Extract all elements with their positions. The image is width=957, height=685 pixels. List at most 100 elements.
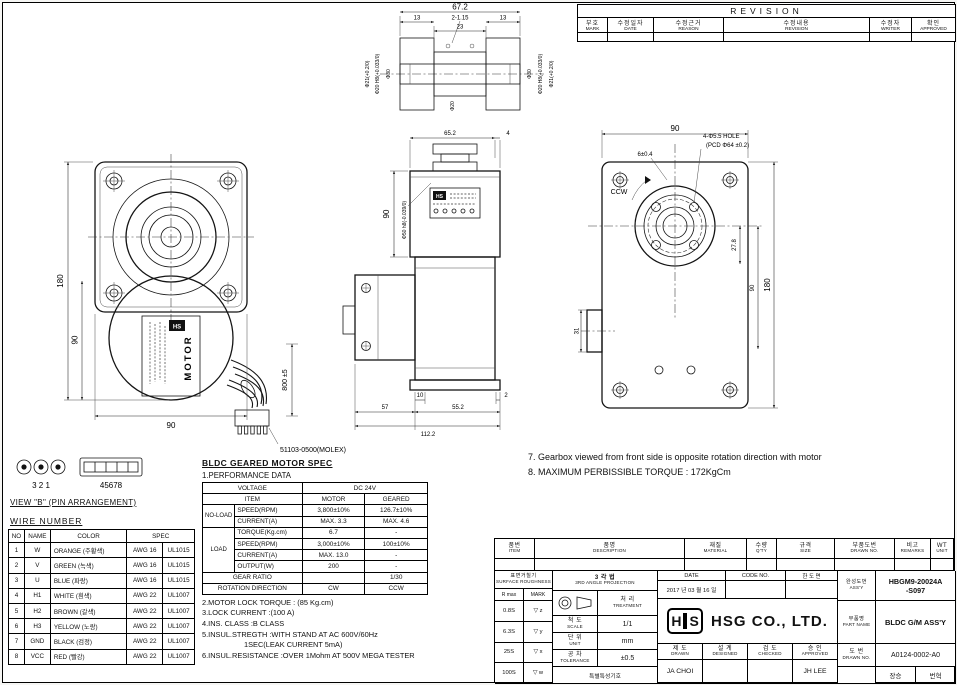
roughness-row: 100S ▽ w	[495, 663, 553, 684]
general-notes: 7. Gearbox viewed from front side is opp…	[528, 450, 918, 480]
signoff-value-cell: JA CHOI	[658, 660, 703, 684]
titleblock-header-cell: 품명 DESCRIPTION	[535, 539, 685, 559]
gearhead-logo-icon	[433, 191, 446, 200]
dim-90-width: 90	[167, 421, 176, 430]
dim-90-vertical: 90	[71, 335, 80, 344]
spec-notes: 2.MOTOR LOCK TORQUE : (85 Kg.cm)3.LOCK C…	[202, 598, 442, 662]
terminal-box	[342, 274, 416, 361]
sheet-cell: 한 도 면	[786, 571, 838, 599]
dim-rear-180: 180	[763, 278, 772, 292]
code-no-cell: CODE NO.	[726, 571, 786, 599]
motor-nameplate: HS MOTOR	[141, 315, 201, 397]
roughness-title: 표면거칠기 SURFACE ROUGHNESS	[495, 571, 553, 589]
load-label: LOAD	[201, 526, 236, 573]
rotation-label: ROTATION DIRECTION	[202, 582, 303, 595]
dim-boss-offset: 6±0.4	[638, 152, 654, 158]
wire-row: 2 V GREEN (녹색) AWG 16 UL1015	[8, 557, 195, 574]
voltage-value: DC 24V	[301, 481, 429, 495]
wire-row: 5 H2 BROWN (갈색) AWG 22 UL1007	[8, 602, 195, 620]
spec-note-line: 3.LOCK CURRENT :(100 A)	[202, 608, 295, 618]
dim-wire-length: 800 ±5	[282, 369, 289, 390]
titleblock-header-cell: WT UNIT	[931, 539, 954, 559]
tolerance-value: ±0.5	[598, 650, 658, 667]
wire-table-title: WIRE NUMBER	[10, 516, 83, 526]
rear-bottom-holes	[654, 365, 696, 375]
wire-row: 4 H1 WHITE (흰색) AWG 22 UL1007	[8, 587, 195, 604]
roughness-row: 6.3S ▽ y	[495, 621, 553, 643]
rear-dimensions: 90 6±0.4 4-Φ5.5 HOLE (PCD Φ64 ±0.2) 27.8…	[575, 124, 778, 409]
sheet-label: 한 도 면	[786, 571, 837, 581]
roughness-col-r: R max	[495, 589, 524, 601]
titleblock-header-row: 품번 ITEM 품명 DESCRIPTION 재질 MATERIAL 수량 Q'…	[495, 539, 954, 559]
revision-header: 수정자 WRITER	[869, 17, 912, 33]
wire-col-spec: SPEC	[126, 528, 195, 544]
revision-header: 수정내용 REVISION	[723, 17, 870, 33]
wire-row: 3 U BLUE (파랑) AWG 16 UL1015	[8, 572, 195, 589]
date-value: 2017 년 03 월 16 일	[666, 588, 717, 594]
hub-section-geometry	[399, 37, 521, 111]
signoff-header-cell: 제 도 DRAWN	[658, 644, 703, 660]
dim-55-2: 55.2	[452, 405, 464, 411]
spec-note-line: 5.INSUL.STREGTH :WITH STAND AT AC 600V/6…	[202, 629, 378, 639]
roughness-rows: 0.8S ▽ z 6.3S ▽ y 25S ▽ x 100S ▽ w	[495, 601, 553, 684]
wire-col-name: NAME	[23, 528, 51, 544]
performance-title: 1.PERFORMANCE DATA	[202, 471, 291, 480]
power-pins	[16, 459, 66, 475]
dwg-no-value: A0124-0002-A0	[876, 644, 956, 667]
stamp-spacer	[838, 667, 876, 684]
wire-col-no: NO	[8, 528, 25, 544]
dim-4: 4	[506, 131, 510, 137]
gearhead-logo-text: HS	[436, 194, 444, 200]
col-motor: MOTOR	[301, 493, 366, 506]
dim-31: 31	[575, 327, 581, 334]
corner-screws	[103, 170, 239, 304]
company-name: HSG CO., LTD.	[711, 612, 828, 630]
spec-title: BLDC GEARED MOTOR SPEC	[202, 458, 333, 468]
rear-view: CCW 90 6±0.4 4-Φ5.5 HOLE (PCD Φ64 ±0.2) …	[575, 124, 778, 409]
performance-table: VOLTAGE DC 24V ITEM MOTOR GEARED NO-LOAD…	[201, 481, 429, 595]
revision-header: 부호 MARK	[577, 17, 608, 33]
code-no-label: CODE NO.	[726, 571, 785, 581]
titleblock-empty-row	[495, 559, 954, 571]
wire-row: 8 VCC RED (빨강) AWG 22 UL1007	[8, 648, 195, 665]
wire-row: 6 H3 YELLOW (노랑) AWG 22 UL1007	[8, 618, 195, 635]
power-pin-numbers: 3 2 1	[32, 481, 50, 490]
rear-center-circles	[634, 185, 716, 267]
dim-23: 23	[457, 25, 464, 31]
spec-note-line: 1SEC(LEAK CURRENT 5mA)	[244, 640, 343, 650]
titleblock-header-cell: 수량 Q'TY	[747, 539, 777, 559]
dim-rear-90b: 90	[750, 284, 756, 291]
gear-ratio-label: GEAR RATIO	[202, 571, 303, 584]
callout-pcd: (PCD Φ64 ±0.2)	[706, 143, 749, 149]
motor-label: MOTOR	[183, 335, 194, 380]
front-dimensions: 180 90 90 800 ±5	[56, 161, 298, 430]
noload-label: NO-LOAD	[201, 504, 236, 528]
gearbox-side: HS	[409, 170, 501, 258]
hsg-logo-icon	[169, 320, 185, 331]
dim-27-8: 27.8	[732, 239, 738, 251]
unit-label: 단 위 UNIT	[553, 633, 598, 650]
signoff-header-cell: 설 계 DESIGNED	[703, 644, 748, 660]
connector-label: 51103-0500(MOLEX)	[280, 447, 346, 454]
wire-row: 7 GND BLACK (검정) AWG 22 UL1007	[8, 633, 195, 650]
signal-pin-numbers: 45678	[100, 481, 123, 490]
dim-13-left: 13	[414, 16, 421, 22]
dim-180: 180	[56, 274, 65, 288]
dia-left-1: Φ21(+0.2/0)	[365, 60, 371, 87]
scale-label: 척 도 SCALE	[553, 616, 598, 633]
signoff-value-cell	[748, 660, 793, 684]
pin-view-caption: VIEW "B" (PIN ARRANGEMENT)	[10, 498, 137, 507]
part-name-value: BLDC G/M ASS'Y	[876, 601, 956, 644]
revision-table: REVISION 부호 MARK 수정일자 DATE 수정근거 REASON 수…	[577, 4, 956, 42]
dia-right-2: Φ20 H8(+0.033/0)	[538, 54, 544, 95]
signoff-headers: 제 도 DRAWN 설 계 DESIGNED 검 도 CHECKED 승 인 A…	[658, 644, 838, 660]
unit-value: mm	[598, 633, 658, 650]
hub-section-view: 67.2 13 13 2-1.15 23 Φ21(+0.2/0) Φ20 H8(…	[365, 3, 555, 111]
callout-holes: 4-Φ5.5 HOLE	[703, 134, 739, 140]
dim-rear-90: 90	[671, 124, 680, 133]
output-hub-side	[432, 143, 478, 172]
dim-tap: 2-1.15	[451, 16, 469, 22]
approval-stamp: 장승	[876, 667, 916, 684]
